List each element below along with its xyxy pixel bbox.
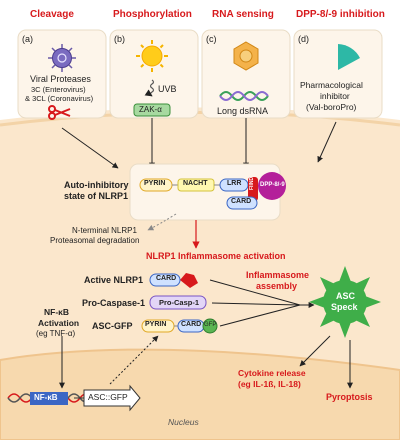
panel-c-letter: (c) — [206, 34, 217, 44]
asc-gfp-label: ASC-GFP — [92, 321, 133, 331]
nacht-label: NACHT — [183, 180, 208, 187]
inhibitor-icon — [338, 44, 360, 70]
active-card-label: CARD — [156, 275, 177, 282]
procasp-box-label: Pro-Casp-1 — [159, 298, 200, 307]
inflammasome-line2: assembly — [256, 281, 298, 291]
card-domain — [226, 196, 258, 210]
card-label: CARD — [231, 198, 252, 205]
cytokine-line2: (eg IL-1ß, IL-18) — [238, 379, 301, 389]
degradation-line2: Proteasomal degradation — [50, 236, 140, 245]
nfkb-line1: NF-κB — [44, 307, 70, 317]
fiind-domain — [248, 177, 258, 201]
panel-a-box — [17, 29, 107, 119]
nucleus-region — [0, 348, 400, 440]
uvb-label: UVB — [158, 84, 177, 94]
zak-box — [133, 103, 171, 117]
gfp-barrel — [202, 318, 218, 334]
lrr-label: LRR — [227, 180, 242, 187]
panel-d-line1: Pharmacological — [300, 80, 363, 90]
virus-icon — [48, 44, 76, 72]
procasp-box — [149, 295, 207, 310]
sun-icon — [136, 40, 168, 72]
dpp-label: DPP-8/-9 — [260, 182, 285, 188]
degradation-line1: N-terminal NLRP1 — [72, 226, 137, 235]
nfkb-box-label: NF-κB — [34, 393, 58, 402]
panel-a-line3: & 3CL (Coronavirus) — [25, 94, 94, 103]
asc-gfp-box-label: GFP — [204, 322, 217, 328]
header-rna-sensing: RNA sensing — [212, 9, 274, 20]
header-phosphorylation: Phosphorylation — [113, 9, 192, 20]
active-fiind-fragment — [180, 273, 198, 288]
panel-d-letter: (d) — [298, 34, 309, 44]
panel-d-line3: (Val-boroPro) — [306, 102, 357, 112]
speck-line2: Speck — [331, 302, 358, 312]
pyroptosis-label: Pyroptosis — [326, 392, 373, 402]
panel-a-line2: 3C (Enterovirus) — [31, 85, 86, 94]
complex-label-2: state of NLRP1 — [64, 191, 129, 201]
panel-b-box — [109, 29, 199, 119]
procasp-label: Pro-Caspase-1 — [82, 298, 146, 308]
asc-speck-icon — [309, 266, 381, 338]
fiind-label: FIIND — [249, 176, 255, 190]
nfkb-box — [30, 392, 68, 405]
activation-title: NLRP1 Inflammasome activation — [146, 251, 286, 261]
gene-label: ASC::GFP — [88, 392, 128, 402]
panel-d-box — [293, 29, 383, 119]
cytokine-line1: Cytokine release — [238, 368, 306, 378]
nfkb-line3: (eg TNF-α) — [36, 329, 76, 338]
header-dpp: DPP-8/-9 inhibition — [296, 9, 385, 20]
panel-a-letter: (a) — [22, 34, 33, 44]
panel-d-line2: inhibitor — [320, 91, 350, 101]
gene-arrow — [83, 384, 141, 412]
inflammasome-line1: Inflammasome — [246, 270, 310, 280]
complex-label-1: Auto-inhibitory — [64, 180, 129, 190]
speck-line1: ASC — [336, 291, 356, 301]
active-nlrp1-label: Active NLRP1 — [84, 275, 144, 285]
asc-pyrin-label: PYRIN — [145, 321, 167, 328]
asc-card-label: CARD — [181, 321, 202, 328]
scissors-icon — [48, 105, 71, 120]
rna-sensor-icon — [233, 41, 259, 71]
dsrna-icon — [219, 91, 269, 101]
zak-label: ZAK-α — [139, 105, 162, 114]
panel-a-line1: Viral Proteases — [30, 74, 91, 84]
nfkb-line2: Activation — [38, 318, 80, 328]
pyrin-label: PYRIN — [144, 180, 166, 187]
dsrna-label: Long dsRNA — [217, 106, 269, 116]
panel-b-letter: (b) — [114, 34, 125, 44]
uvb-wave-icon — [144, 79, 155, 97]
dpp-enzyme — [258, 172, 286, 200]
nucleus-label: Nucleus — [168, 417, 199, 427]
header-cleavage: Cleavage — [30, 9, 74, 20]
